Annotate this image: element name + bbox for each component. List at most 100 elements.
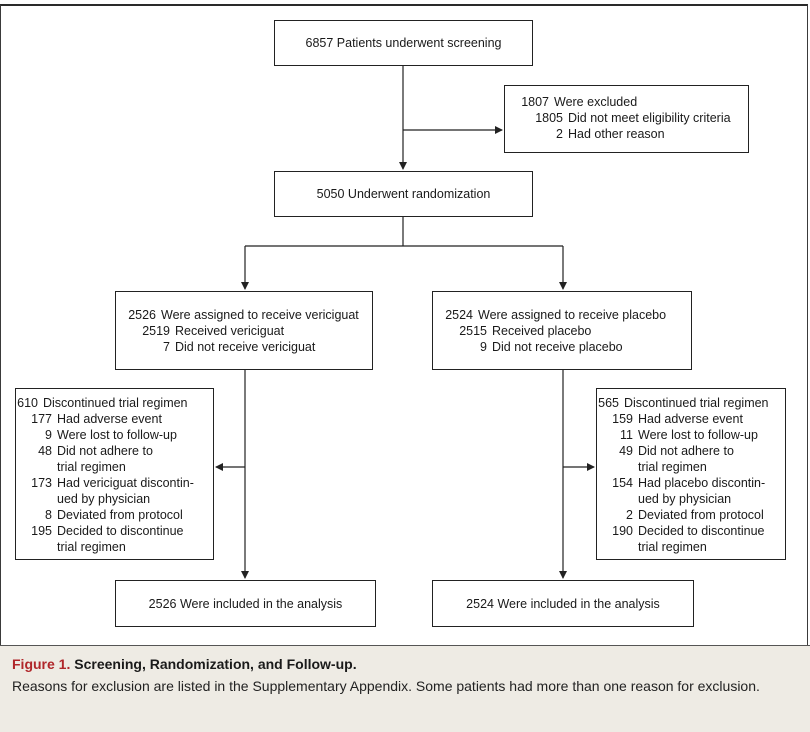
vericiguat-assigned-label: Received vericiguat <box>175 324 285 338</box>
vericiguat-assigned-count: 7 <box>163 340 170 354</box>
placebo-assigned-count: 2515 <box>459 324 487 338</box>
discontinued-row: trial regimen <box>597 459 785 475</box>
vericiguat-analysis-box: 2526 Were included in the analysis <box>115 580 376 627</box>
discontinued-label: Deviated from protocol <box>638 508 764 522</box>
discontinued-label: Had adverse event <box>638 412 743 426</box>
discontinued-label: Had vericiguat discontin- <box>57 476 194 490</box>
discontinued-label: Did not adhere to <box>57 444 153 458</box>
discontinued-label: Discontinued trial regimen <box>43 396 188 410</box>
vericiguat-assigned-label: Did not receive vericiguat <box>175 340 316 354</box>
discontinued-row: 9 Were lost to follow-up <box>16 427 213 443</box>
discontinued-count: 11 <box>620 428 633 442</box>
placebo-assigned-count: 9 <box>480 340 487 354</box>
discontinued-row: 159 Had adverse event <box>597 411 785 427</box>
vericiguat-assigned-row: 2519 Received vericiguat <box>116 323 372 339</box>
discontinued-count: 195 <box>31 524 52 538</box>
discontinued-row: ued by physician <box>16 491 213 507</box>
excluded-count: 2 <box>556 127 563 141</box>
placebo-assigned-label: Were assigned to receive placebo <box>478 308 667 322</box>
placebo-assigned-row: 9 Did not receive placebo <box>433 339 691 355</box>
discontinued-count: 173 <box>31 476 52 490</box>
discontinued-count: 48 <box>38 444 52 458</box>
randomization-label: 5050 Underwent randomization <box>316 187 491 201</box>
discontinued-label: Were lost to follow-up <box>638 428 758 442</box>
excluded-label: Did not meet eligibility criteria <box>568 111 731 125</box>
placebo-assigned-row: 2524 Were assigned to receive placebo <box>433 307 691 323</box>
placebo-assigned-count: 2524 <box>445 308 473 322</box>
vericiguat-assigned-row: 2526 Were assigned to receive vericiguat <box>116 307 372 323</box>
vericiguat-analysis-label: 2526 Were included in the analysis <box>148 596 343 611</box>
discontinued-count <box>16 539 52 555</box>
discontinued-label: ued by physician <box>57 492 151 506</box>
figure-label: Figure 1. <box>12 656 71 672</box>
discontinued-count: 177 <box>31 412 52 426</box>
placebo-assigned-label: Did not receive placebo <box>492 340 623 354</box>
discontinued-count: 190 <box>612 524 633 538</box>
discontinued-count <box>597 459 633 475</box>
discontinued-label: trial regimen <box>638 540 707 554</box>
placebo-assigned-label: Received placebo <box>492 324 592 338</box>
discontinued-label: trial regimen <box>57 460 126 474</box>
discontinued-count: 8 <box>45 508 52 522</box>
placebo-assigned-box: 2524 Were assigned to receive placebo 251… <box>432 291 692 370</box>
discontinued-row: trial regimen <box>16 539 213 555</box>
discontinued-label: Had adverse event <box>57 412 162 426</box>
excluded-count: 1807 <box>521 95 549 109</box>
discontinued-label: Decided to discontinue <box>57 524 184 538</box>
discontinued-row: 48 Did not adhere to <box>16 443 213 459</box>
excluded-row: 1807 Were excluded <box>505 94 748 110</box>
excluded-label: Were excluded <box>554 95 638 109</box>
discontinued-label: ued by physician <box>638 492 732 506</box>
discontinued-count <box>597 539 633 555</box>
excluded-count: 1805 <box>535 111 563 125</box>
vericiguat-assigned-label: Were assigned to receive vericiguat <box>161 308 359 322</box>
excluded-box: 1807 Were excluded 1805 Did not meet eligi… <box>504 85 749 153</box>
discontinued-count: 154 <box>612 476 633 490</box>
discontinued-label: Discontinued trial regimen <box>624 396 769 410</box>
randomization-box: 5050 Underwent randomization <box>274 171 533 217</box>
discontinued-label: trial regimen <box>57 540 126 554</box>
flow-arrows <box>215 66 595 579</box>
excluded-row: 2 Had other reason <box>505 126 748 142</box>
excluded-row: 1805 Did not meet eligibility criteria <box>505 110 748 126</box>
discontinued-row: 195 Decided to discontinue <box>16 523 213 539</box>
discontinued-count <box>16 459 52 475</box>
discontinued-row: 2 Deviated from protocol <box>597 507 785 523</box>
discontinued-row: 173 Had vericiguat discontin- <box>16 475 213 491</box>
screening-box: 6857 Patients underwent screening <box>274 20 533 66</box>
placebo-analysis-box: 2524 Were included in the analysis <box>432 580 694 627</box>
placebo-analysis-label: 2524 Were included in the analysis <box>466 596 660 611</box>
discontinued-row: trial regimen <box>597 539 785 555</box>
discontinued-count: 2 <box>626 508 633 522</box>
vericiguat-assigned-count: 2526 <box>128 308 156 322</box>
discontinued-label: Did not adhere to <box>638 444 734 458</box>
discontinued-count: 159 <box>612 412 633 426</box>
discontinued-label: Were lost to follow-up <box>57 428 177 442</box>
discontinued-count <box>16 491 52 507</box>
discontinued-row: 11 Were lost to follow-up <box>597 427 785 443</box>
figure-caption: Figure 1. Screening, Randomization, and … <box>0 645 810 732</box>
caption-body: Reasons for exclusion are listed in the … <box>12 678 760 694</box>
discontinued-row: ued by physician <box>597 491 785 507</box>
placebo-discontinued-box: 565 Discontinued trial regimen 159 Had adv… <box>596 388 786 560</box>
screening-label: 6857 Patients underwent screening <box>305 36 502 50</box>
caption-heading: Screening, Randomization, and Follow-up. <box>74 656 357 672</box>
discontinued-row: trial regimen <box>16 459 213 475</box>
discontinued-row: 190 Decided to discontinue <box>597 523 785 539</box>
discontinued-label: trial regimen <box>638 460 707 474</box>
discontinued-label: Decided to discontinue <box>638 524 765 538</box>
discontinued-count: 9 <box>45 428 52 442</box>
vericiguat-assigned-row: 7 Did not receive vericiguat <box>116 339 372 355</box>
vericiguat-assigned-count: 2519 <box>142 324 170 338</box>
discontinued-count: 565 <box>598 396 619 410</box>
discontinued-label: Had placebo discontin- <box>638 476 766 490</box>
discontinued-count <box>597 491 633 507</box>
excluded-label: Had other reason <box>568 127 665 141</box>
discontinued-row: 565 Discontinued trial regimen <box>597 395 785 411</box>
caption-title: Figure 1. Screening, Randomization, and … <box>12 654 798 674</box>
